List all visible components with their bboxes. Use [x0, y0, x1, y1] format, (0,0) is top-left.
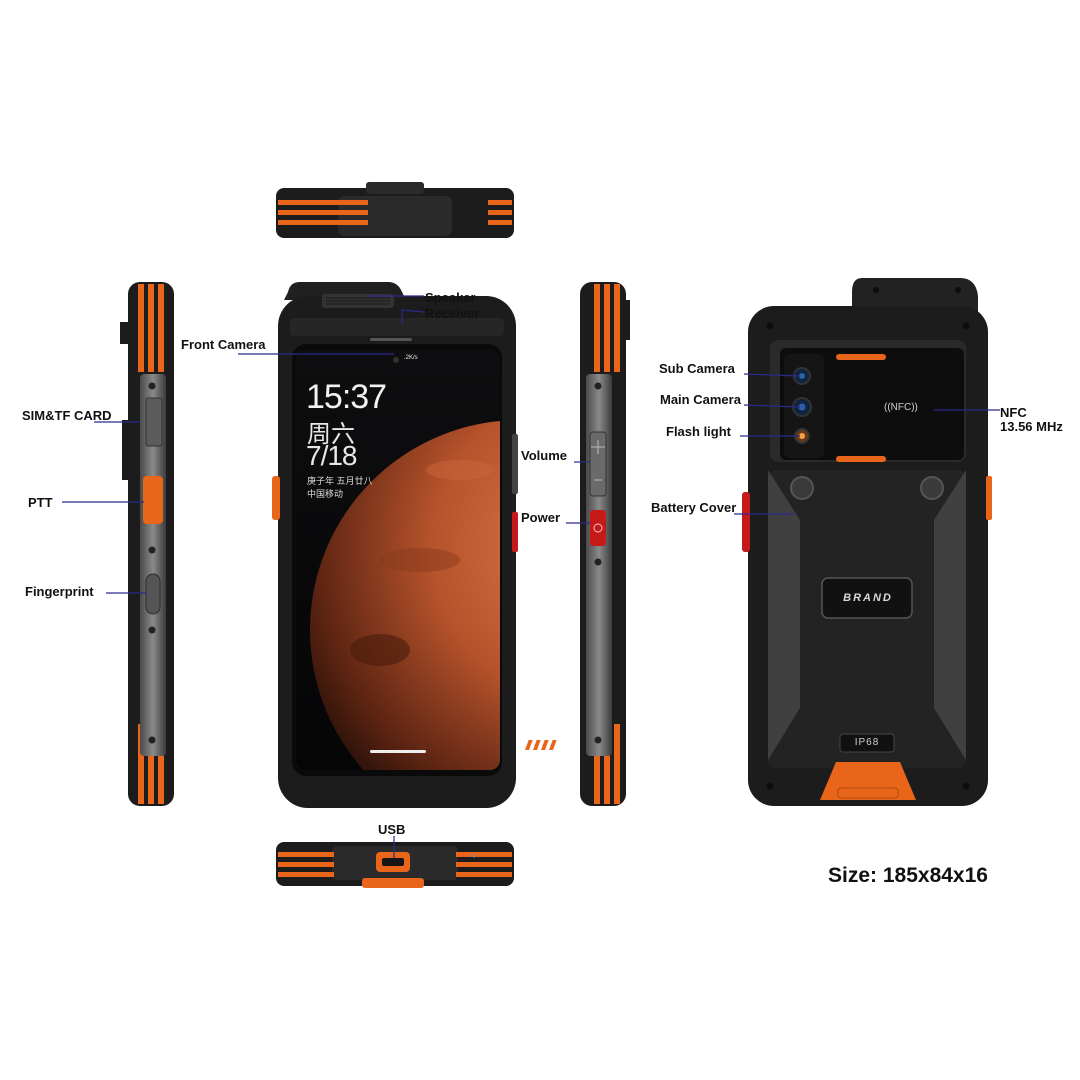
- label-flash-light: Flash light: [666, 424, 731, 439]
- top-view: [276, 182, 514, 238]
- right-side-view: [580, 282, 630, 806]
- label-front-camera: Front Camera: [181, 337, 266, 352]
- label-fingerprint: Fingerprint: [25, 584, 94, 599]
- label-speaker: Speaker: [425, 290, 476, 305]
- lockscreen-carrier: 中国移动: [307, 489, 344, 499]
- left-side-view: [120, 282, 174, 806]
- front-view: [272, 282, 518, 808]
- label-nfc: NFC: [1000, 405, 1027, 420]
- label-usb: USB: [378, 822, 406, 837]
- label-receiver: Receiver: [425, 306, 480, 321]
- ip-rating-badge: IP68: [854, 737, 880, 748]
- label-battery-cover: Battery Cover: [651, 500, 737, 515]
- lockscreen-clock: 15:37: [306, 378, 387, 416]
- lockscreen-lunar-date: 庚子年 五月廿八: [307, 476, 373, 486]
- bottom-view: [276, 842, 514, 888]
- size-caption: Size: 185x84x16: [828, 864, 988, 887]
- label-volume: Volume: [521, 448, 567, 463]
- label-nfc-frequency: 13.56 MHz: [1000, 419, 1063, 434]
- label-main-camera: Main Camera: [660, 392, 741, 407]
- label-sub-camera: Sub Camera: [659, 361, 735, 376]
- back-view: [525, 278, 992, 806]
- label-sim-tf-card: SIM&TF CARD: [22, 408, 112, 423]
- label-power: Power: [521, 510, 561, 525]
- brand-plate: BRAND: [843, 592, 893, 604]
- lockscreen-weekday: 周六: [307, 421, 355, 448]
- nfc-mark: ((NFC)): [884, 402, 918, 413]
- leader-lines: [62, 295, 1000, 858]
- label-ptt: PTT: [28, 495, 53, 510]
- lockscreen-date: 7/18: [306, 440, 357, 471]
- status-bar-speed: .2K/s: [404, 355, 418, 361]
